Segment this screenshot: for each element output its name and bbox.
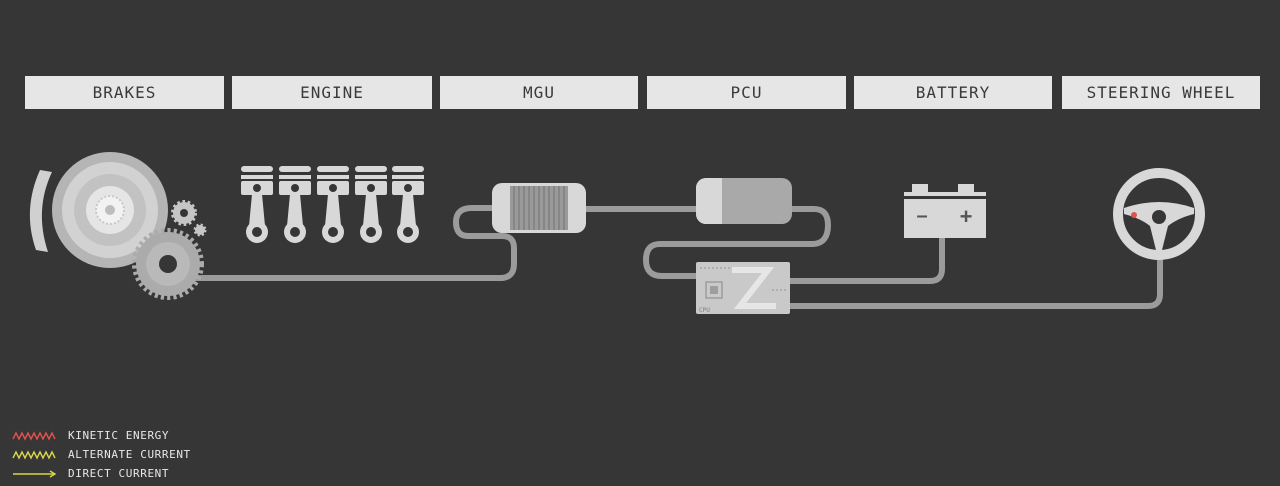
pcu-board-trace (732, 267, 776, 309)
small-gear-icon (171, 200, 207, 237)
cpu-chip-icon (705, 281, 723, 299)
component-headers: BRAKES ENGINE MGU PCU BATTERY STEERING W… (0, 0, 1280, 120)
zigzag-wave-icon (12, 430, 56, 441)
zigzag-wave-icon (12, 449, 56, 460)
legend: KINETIC ENERGY ALTERNATE CURRENT DIRECT … (12, 426, 191, 483)
header-steering-wheel: STEERING WHEEL (1062, 76, 1260, 109)
battery-icon: – + (904, 184, 986, 238)
legend-label: DIRECT CURRENT (68, 467, 170, 480)
wire-pcu-to-battery (787, 235, 945, 284)
steering-wheel-icon (1113, 168, 1205, 260)
mgu-motor-icon (492, 183, 586, 233)
legend-item-direct-current: DIRECT CURRENT (12, 464, 191, 483)
arrow-line-icon (13, 469, 57, 478)
wire-pcu-loop (643, 206, 831, 279)
wires (169, 205, 1163, 309)
battery-plus-symbol: + (960, 204, 973, 229)
pcu-circuit-board-icon: CPU (696, 262, 790, 314)
battery-minus-symbol: – (916, 205, 927, 227)
header-pcu: PCU (647, 76, 846, 109)
header-battery: BATTERY (854, 76, 1052, 109)
large-gear-icon (132, 228, 204, 300)
header-brakes: BRAKES (25, 76, 224, 109)
pcu-capacitor-icon (696, 178, 792, 224)
brake-assembly-icon (29, 152, 207, 300)
wire-pcu-to-steering (787, 249, 1163, 309)
steering-button-icon (1131, 212, 1137, 218)
header-engine: ENGINE (232, 76, 432, 109)
brake-caliper-icon (29, 170, 52, 252)
legend-label: ALTERNATE CURRENT (68, 448, 191, 461)
legend-item-alternate-current: ALTERNATE CURRENT (12, 445, 191, 464)
wire-brakes-to-mgu (169, 205, 517, 281)
legend-label: KINETIC ENERGY (68, 429, 170, 442)
cpu-chip-label: CPU (699, 307, 710, 314)
header-mgu: MGU (440, 76, 638, 109)
engine-pistons-icon (241, 166, 424, 243)
legend-item-kinetic-energy: KINETIC ENERGY (12, 426, 191, 445)
